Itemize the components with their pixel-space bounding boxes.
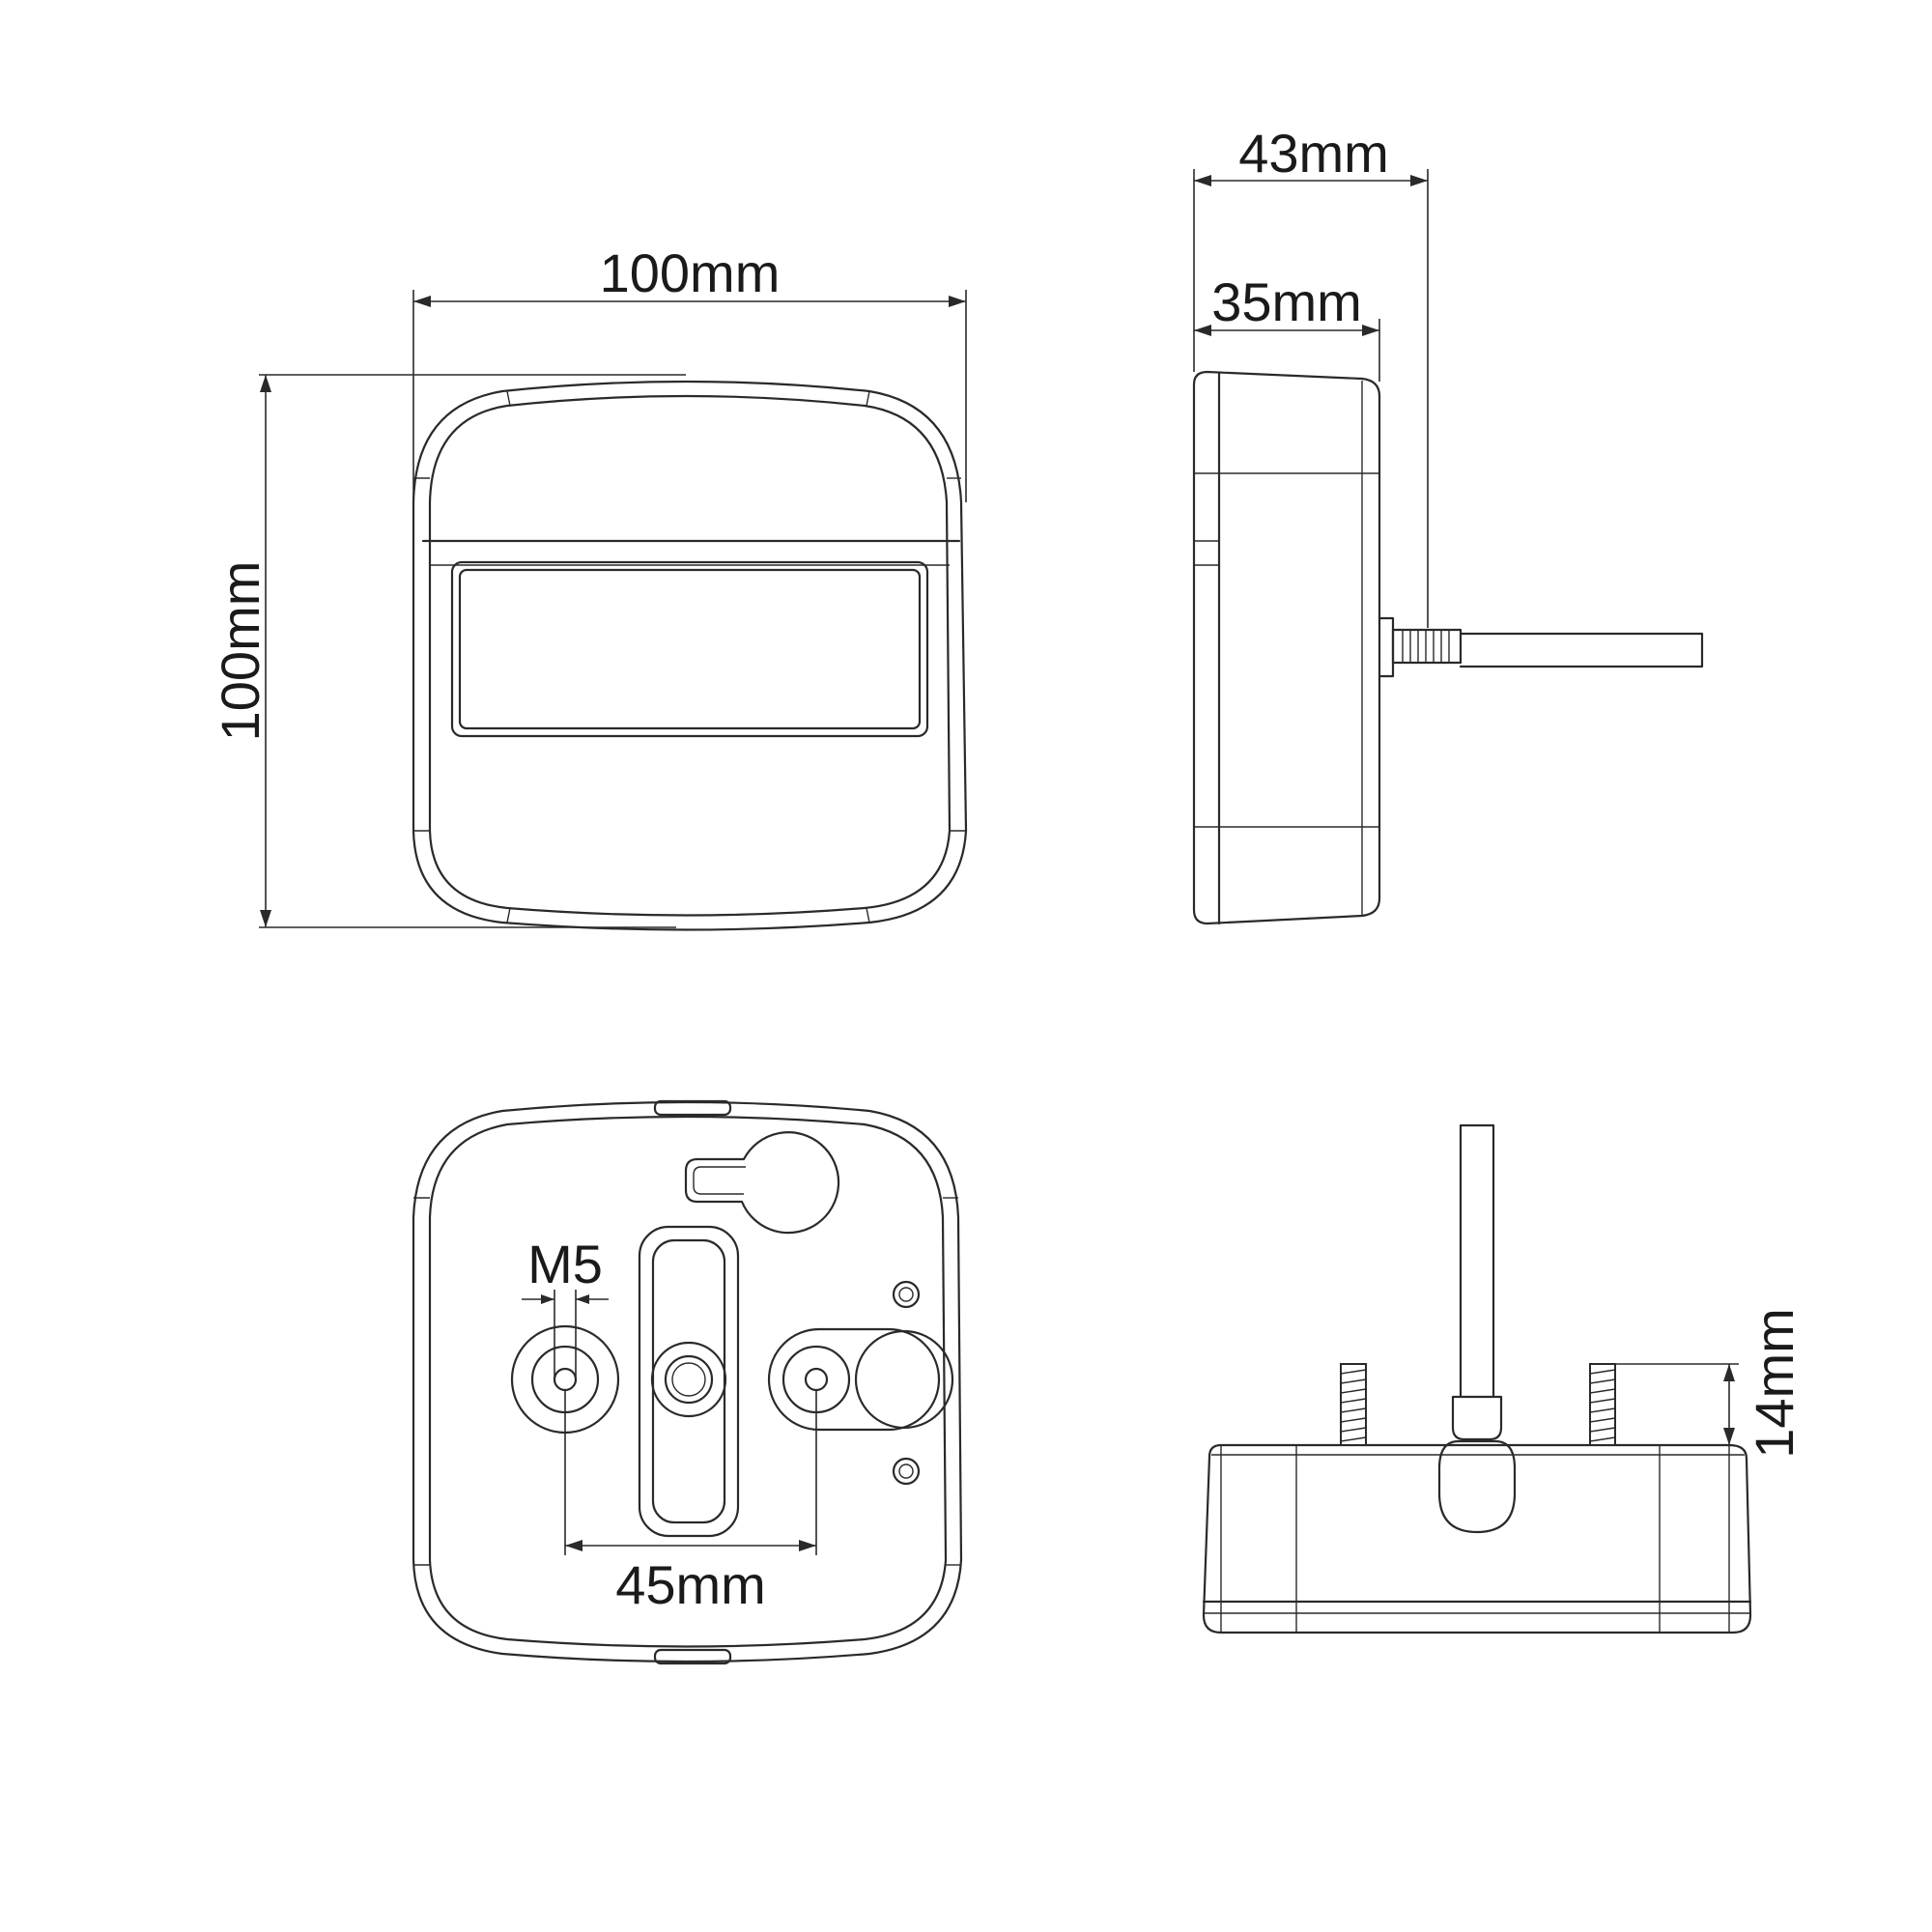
side-stud-thread [1402,630,1450,663]
bottom-stud-left [1340,1363,1367,1446]
rear-centre-boss-outer [650,1341,727,1418]
bottom-stud-length-label: 14mm [1744,1308,1804,1459]
rear-thread-label: M5 [527,1234,603,1294]
bottom-cable-sleeve [1451,1395,1503,1441]
rear-view: M5 45mm [412,1099,963,1665]
front-corner-tick [506,907,511,923]
front-lens-outer [450,560,929,738]
rear-cable-exit [684,1131,840,1235]
arrowhead [576,1294,589,1304]
bottom-stud-right [1589,1363,1616,1446]
arrowhead [1194,175,1211,186]
front-housing-outer [412,380,968,931]
rear-mark-bottom [892,1457,921,1486]
arrowhead [541,1294,554,1304]
front-corner-tick [866,907,870,923]
rear-left-boss-inner [553,1367,578,1392]
bottom-stud-right-thread [1589,1369,1616,1442]
front-width-label: 100mm [600,242,781,303]
side-view: 43mm 35mm [1192,123,1704,925]
bottom-view: 14mm [1202,1123,1804,1634]
rear-right-boss-outer [767,1327,941,1432]
side-body-outer [1192,370,1381,925]
bottom-stud-left-thread [1340,1369,1367,1442]
rear-mark-bottom-inner [898,1463,914,1479]
front-corner-tick [866,390,870,407]
bottom-cable [1459,1123,1495,1399]
rear-bolt-spacing-label: 45mm [615,1554,766,1615]
arrowhead [1362,325,1379,336]
arrowhead [1723,1428,1735,1445]
front-view: 100mm 100mm [210,242,968,931]
rear-top-clip [653,1099,732,1117]
rear-slot-inner [651,1238,726,1524]
rear-right-boss-inner [804,1367,829,1392]
rear-slot-outer [638,1225,740,1538]
rear-housing-outer [412,1100,963,1663]
rear-centre-boss-core [671,1362,706,1397]
arrowhead [1410,175,1428,186]
arrowhead [260,910,271,927]
side-total-depth-label: 43mm [1238,123,1389,184]
rear-mark-top-inner [898,1287,914,1302]
front-height-label: 100mm [210,561,270,742]
side-cable [1459,632,1704,668]
arrowhead [1723,1364,1735,1381]
rear-mark-top [892,1280,921,1309]
rear-cable-exit-inner [693,1166,746,1195]
front-housing-inner [428,394,952,917]
side-body-depth-label: 35mm [1211,271,1362,332]
bottom-body-outer [1202,1443,1752,1634]
arrowhead [260,375,271,392]
arrowhead [949,296,966,307]
arrowhead [413,296,431,307]
rear-centre-boss-inner [664,1354,714,1405]
side-stud [1391,628,1463,665]
side-boss [1378,616,1395,678]
rear-bottom-clip [653,1648,732,1665]
arrowhead [799,1540,816,1551]
arrowhead [565,1540,582,1551]
rear-housing-inner [428,1115,948,1648]
rear-right-lobe [854,1329,954,1430]
front-lens-inner [458,568,922,730]
arrowhead [1194,325,1211,336]
front-corner-tick [506,390,511,407]
bottom-grommet [1437,1439,1517,1534]
